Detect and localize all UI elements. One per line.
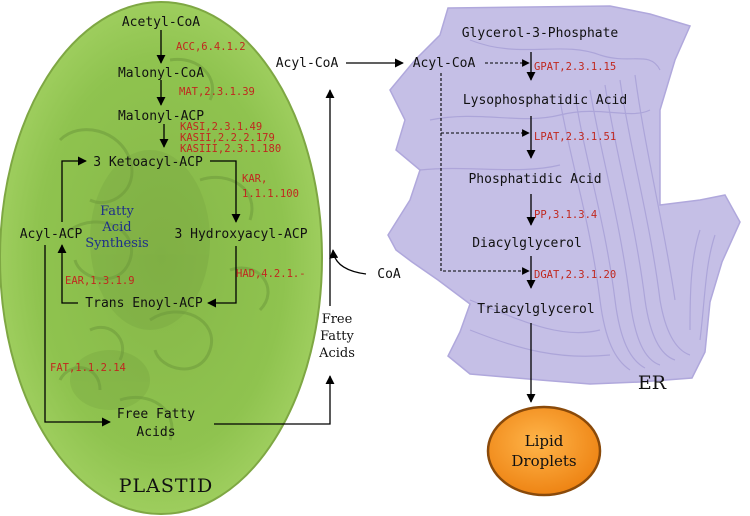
enzyme-kar-line2: 1.1.1.100 <box>242 188 299 200</box>
metabolite-ffa-cytosol-line3: Acids <box>318 346 355 361</box>
thylakoid-texture <box>58 57 270 441</box>
enzyme-kasii: KASII,2.2.2.179 <box>180 132 275 144</box>
lipid-droplets-label-line2: Droplets <box>511 452 576 470</box>
metabolite-phosphatidic-acid: Phosphatidic Acid <box>468 172 601 187</box>
er-membrane-texture <box>419 39 716 371</box>
enzyme-mat: MAT,2.3.1.39 <box>179 86 255 98</box>
metabolite-glycerol-3-phosphate: Glycerol-3-Phosphate <box>462 26 619 41</box>
metabolite-lysophosphatidic-acid: Lysophosphatidic Acid <box>463 93 627 108</box>
enzyme-fat: FAT,1.1.2.14 <box>50 362 126 374</box>
metabolite-trans-enoyl-acp: Trans Enoyl-ACP <box>85 296 203 311</box>
enzyme-ear: EAR,1.3.1.9 <box>65 275 135 287</box>
enzyme-had: HAD,4.2.1.- <box>236 268 306 280</box>
arrow-hydroxyacyl-transenoyl <box>207 246 237 308</box>
metabolite-hydroxyacyl-acp: 3 Hydroxyacyl-ACP <box>174 227 307 242</box>
enzyme-dgat: DGAT,2.3.1.20 <box>534 269 616 281</box>
metabolite-acyl-coa-er: Acyl-CoA <box>413 56 476 71</box>
enzyme-acc: ACC,6.4.1.2 <box>176 41 246 53</box>
enzyme-lpat: LPAT,2.3.1.51 <box>534 131 616 143</box>
metabolite-ffa-cytosol-line2: Fatty <box>320 329 354 344</box>
er-label: ER <box>638 372 667 394</box>
metabolite-ketoacyl-acp: 3 Ketoacyl-ACP <box>93 155 203 170</box>
er-organelle <box>387 5 741 385</box>
lipid-droplets: Lipid Droplets <box>486 405 602 497</box>
enzyme-kar-line1: KAR, <box>242 173 267 185</box>
enzyme-pp: PP,3.1.3.4 <box>534 209 597 221</box>
fas-label-line3: Synthesis <box>85 236 148 251</box>
plastid-organelle <box>0 1 323 515</box>
arrow-acylacp-ketoacyl <box>61 156 87 222</box>
metabolite-acyl-acp: Acyl-ACP <box>20 227 83 242</box>
metabolite-ffa-plastid-line1: Free Fatty <box>117 407 195 422</box>
fas-label-line1: Fatty <box>100 204 134 219</box>
arrow-coa-input <box>329 249 367 275</box>
metabolite-ffa-cytosol-line1: Free <box>322 312 353 327</box>
metabolite-diacylglycerol: Diacylglycerol <box>472 236 582 251</box>
enzyme-gpat: GPAT,2.3.1.15 <box>534 61 616 73</box>
plastid-label: PLASTID <box>119 475 214 497</box>
fas-label-line2: Acid <box>101 220 131 235</box>
metabolite-malonyl-acp: Malonyl-ACP <box>118 109 204 124</box>
enzyme-kasiii: KASIII,2.3.1.180 <box>180 143 281 155</box>
acylcoa-dashed-arrows <box>440 59 530 275</box>
enzyme-kasi: KASI,2.3.1.49 <box>180 121 262 133</box>
lipid-droplets-label-line1: Lipid <box>525 432 564 450</box>
metabolite-coa: CoA <box>377 267 401 282</box>
arrow-ffa-export <box>214 375 335 425</box>
metabolite-ffa-plastid-line2: Acids <box>136 425 175 440</box>
metabolite-acyl-coa-cytosol: Acyl-CoA <box>276 56 339 71</box>
arrow-acylacp-ffa <box>44 245 111 427</box>
metabolite-malonyl-coa: Malonyl-CoA <box>118 66 204 81</box>
arrow-transenoyl-acylacp <box>57 244 78 304</box>
pathway-arrows <box>44 30 536 427</box>
metabolite-acetyl-coa: Acetyl-CoA <box>122 15 200 30</box>
arrow-ketoacyl-hydroxyacyl <box>210 160 241 223</box>
metabolite-triacylglycerol: Triacylglycerol <box>477 302 594 317</box>
